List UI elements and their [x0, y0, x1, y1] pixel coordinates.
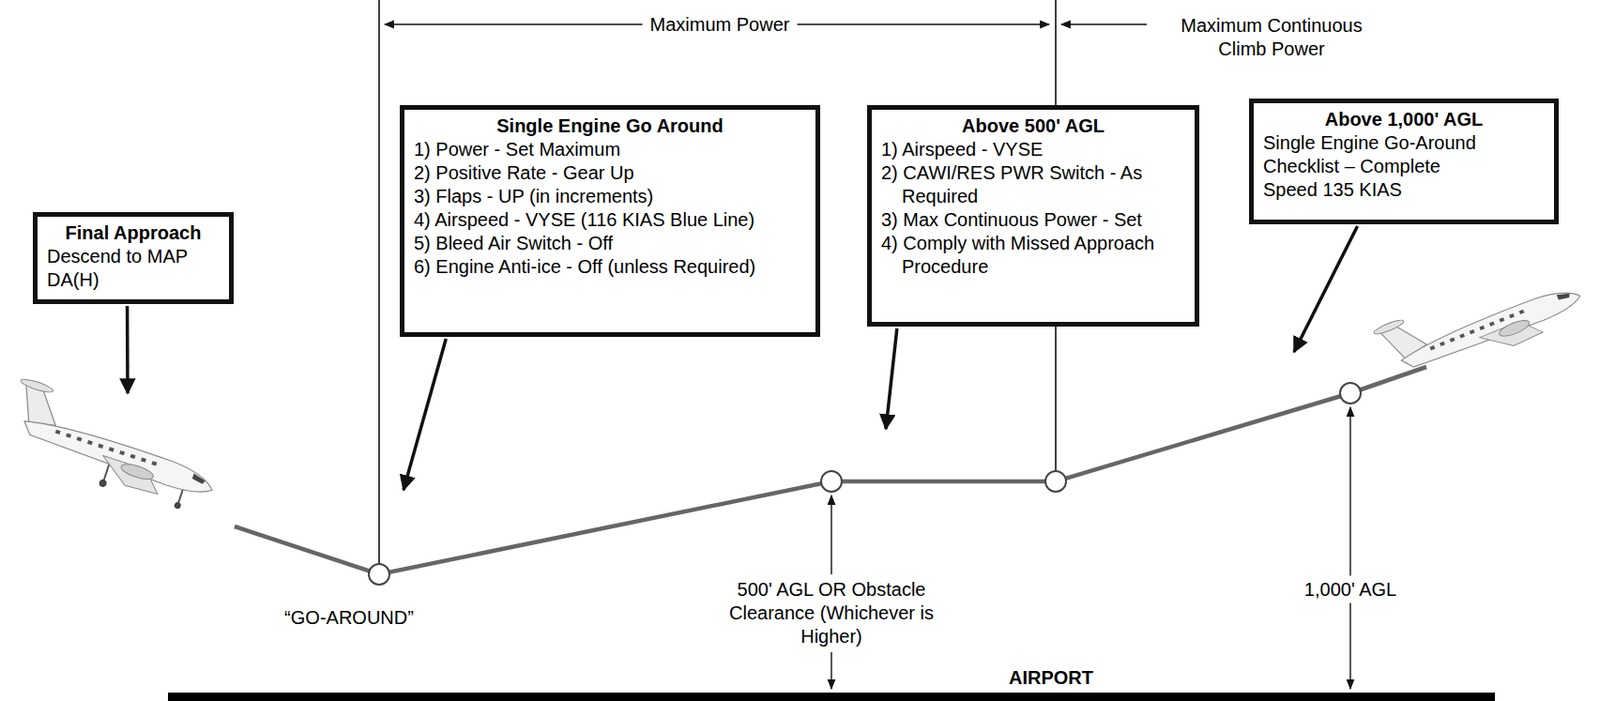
- box-body: Speed 135 KIAS: [1263, 178, 1545, 202]
- span-arrow: [1061, 23, 1147, 25]
- diagram-label: AIRPORT: [1008, 666, 1094, 690]
- callout-box: Single Engine Go Around1) Power - Set Ma…: [399, 105, 821, 337]
- box-body: Descend to MAP DA(H): [46, 244, 220, 292]
- callout-box: Above 1,000' AGLSingle Engine Go-Around …: [1249, 98, 1559, 225]
- callout-box: Above 500' AGL1) Airspeed - VYSE2) CAWI/…: [867, 105, 1200, 327]
- fuselage: [18, 413, 217, 500]
- wheel: [98, 478, 108, 488]
- fuselage: [1398, 282, 1584, 376]
- cockpit-window: [191, 472, 207, 485]
- box-body: 2) CAWI/RES PWR Switch - As Required: [881, 161, 1186, 209]
- flight-path: [234, 366, 1427, 575]
- box-body: Single Engine Go-Around Checklist – Comp…: [1263, 131, 1545, 179]
- wheel: [173, 501, 183, 510]
- diagram-label: Maximum Power: [642, 11, 798, 39]
- engine-nacelle: [119, 460, 155, 483]
- wing: [1479, 314, 1544, 356]
- path-point: [1340, 382, 1361, 404]
- leader-arrow: [885, 328, 898, 429]
- dimension-arrow: [1349, 407, 1351, 689]
- leader-arrow: [125, 305, 130, 394]
- box-heading: Single Engine Go Around: [413, 114, 807, 138]
- box-body: 4) Airspeed - VYSE (116 KIAS Blue Line): [413, 208, 807, 232]
- landing-gear: [178, 488, 184, 505]
- box-body: 6) Engine Anti-ice - Off (unless Require…: [413, 255, 807, 279]
- box-heading: Final Approach: [46, 221, 220, 245]
- leader-arrow: [403, 338, 446, 490]
- cockpit-window: [1556, 289, 1571, 302]
- diagram-label: 500' AGL OR Obstacle Clearance (Whicheve…: [718, 576, 945, 651]
- box-body: 4) Comply with Missed Approach Procedure: [881, 231, 1186, 279]
- runway-bar: [167, 692, 1495, 701]
- box-body: 3) Flaps - UP (in increments): [413, 184, 807, 209]
- box-body: 3) Max Continuous Power - Set: [881, 208, 1186, 232]
- box-body: 5) Bleed Air Switch - Off: [413, 231, 807, 256]
- path-point: [821, 471, 842, 492]
- dimension-arrow: [830, 652, 832, 689]
- airplane: [1372, 253, 1589, 394]
- leader-arrow: [1294, 226, 1358, 352]
- box-heading: Above 1,000' AGL: [1263, 107, 1545, 132]
- dimension-arrow: [830, 495, 832, 575]
- stabilizer: [1372, 318, 1406, 337]
- airplane: [0, 377, 228, 520]
- box-heading: Above 500' AGL: [881, 114, 1186, 138]
- engine-nacelle: [1497, 317, 1532, 339]
- diagram-label: 1,000' AGL: [1296, 576, 1404, 604]
- box-body: 2) Positive Rate - Gear Up: [413, 161, 807, 185]
- wing: [96, 456, 165, 497]
- box-body: 1) Power - Set Maximum: [413, 137, 807, 162]
- diagram-label: “GO-AROUND”: [284, 606, 414, 630]
- callout-box: Final ApproachDescend to MAP DA(H): [32, 212, 234, 305]
- box-body: 1) Airspeed - VYSE: [881, 137, 1186, 162]
- phase-divider: [378, 0, 381, 564]
- path-point: [1045, 471, 1067, 492]
- path-point: [368, 563, 390, 585]
- diagram-label: Maximum Continuous Climb Power: [1163, 12, 1381, 63]
- stabilizer: [19, 377, 55, 396]
